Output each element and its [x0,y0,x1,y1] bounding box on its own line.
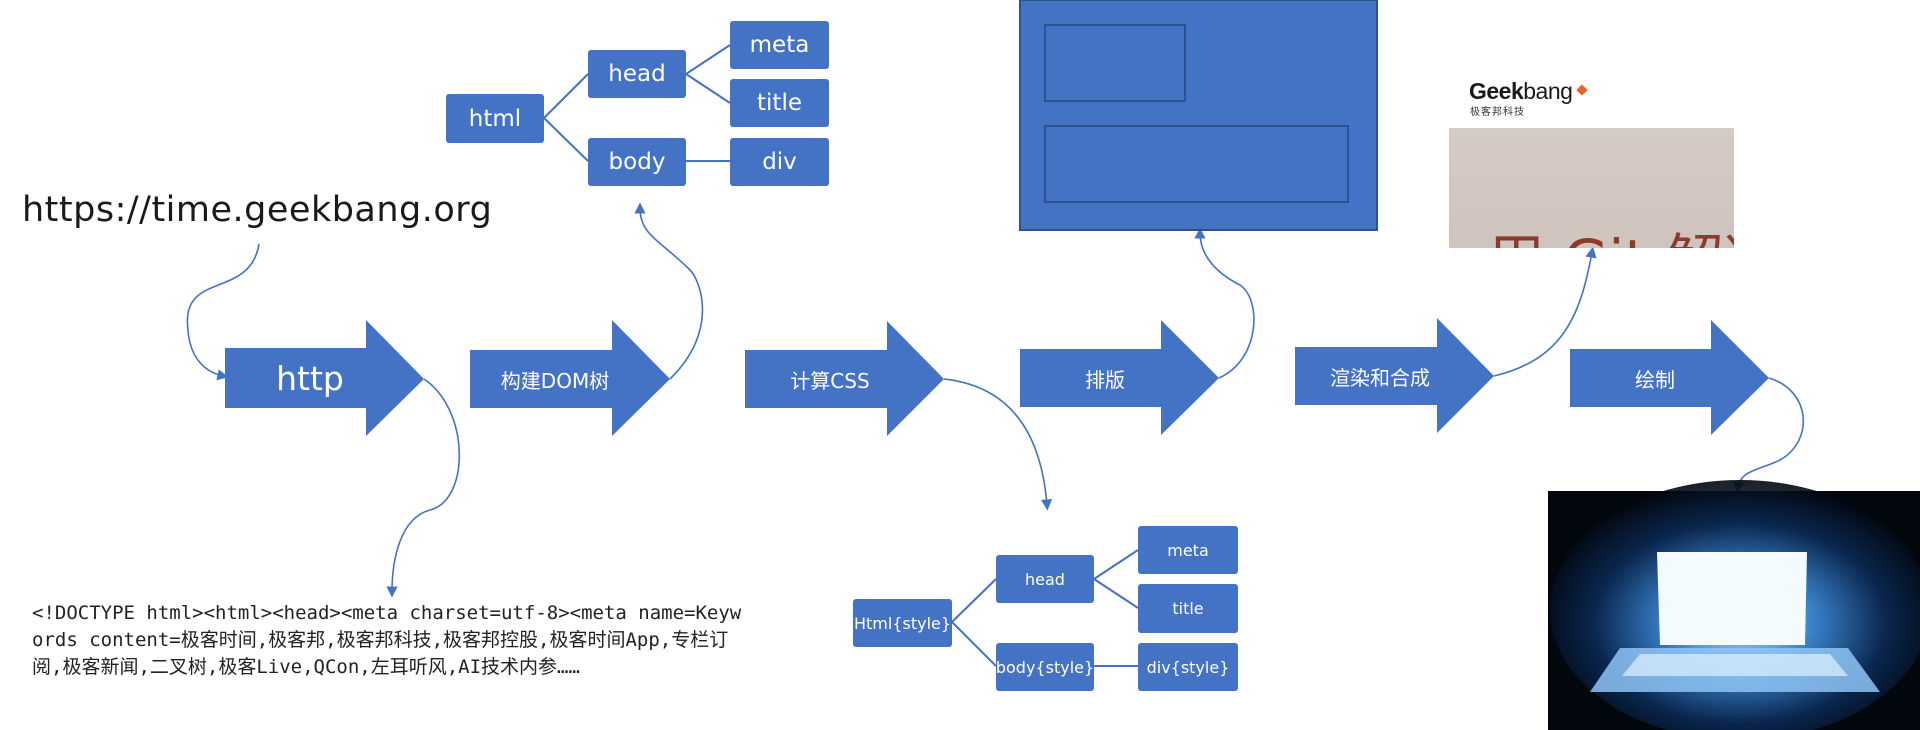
pipeline-label-http: http [276,358,344,398]
pipeline-label-layout: 排版 [1085,367,1125,392]
dom-tree-lines [543,44,731,162]
style-node-html: Html{style} [853,599,952,647]
style-tree-lines [951,549,1139,667]
dom-node-html: html [446,94,544,143]
html-source-text: <!DOCTYPE html><html><head><meta charset… [32,602,742,678]
logo-arrow-mark [1576,84,1588,96]
pipeline-arrow-dom [470,320,670,436]
render-preview-paper [1449,128,1734,248]
pipeline-arrow-http [225,320,424,436]
pipeline-label-dom: 构建DOM树 [500,368,610,393]
render-preview-text: 用 Git 解决 [1487,214,1734,248]
pipeline-arrow-paint [1570,320,1769,435]
dom-node-title: title [730,79,829,127]
style-node-head: head [996,555,1094,603]
style-node-body: body{style} [996,643,1094,691]
flow-connectors [186,202,1805,598]
url-text: https://time.geekbang.org [22,190,493,230]
style-node-meta: meta [1138,526,1238,574]
pipeline-label-css: 计算CSS [790,368,870,393]
dom-node-head: head [588,50,686,98]
dom-node-body: body [588,138,686,186]
logo-subtitle: 极客邦科技 [1470,107,1525,118]
pipeline-arrow-layout [1020,320,1219,435]
pipeline-label-render: 渲染和合成 [1330,365,1430,390]
style-node-div: div{style} [1138,643,1238,691]
dom-node-meta: meta [730,21,829,69]
logo-text-right: bang [1523,78,1573,104]
pipeline-label-paint: 绘制 [1635,367,1675,392]
laptop-screen [1657,552,1807,645]
pipeline-arrow-render [1295,318,1494,433]
laptop-keyboard [1622,654,1848,676]
render-preview-clip: 用 Git 解决 [1449,128,1734,248]
pipeline-arrow-css [745,321,944,436]
geekbang-logo: Geekbang [1469,78,1573,104]
logo-text-left: Geek [1469,78,1524,104]
layout-preview-block-2 [1044,125,1349,203]
layout-preview [1019,0,1378,231]
dom-node-div: div [730,138,829,186]
style-node-title: title [1138,584,1238,633]
layout-preview-block-1 [1044,24,1186,102]
